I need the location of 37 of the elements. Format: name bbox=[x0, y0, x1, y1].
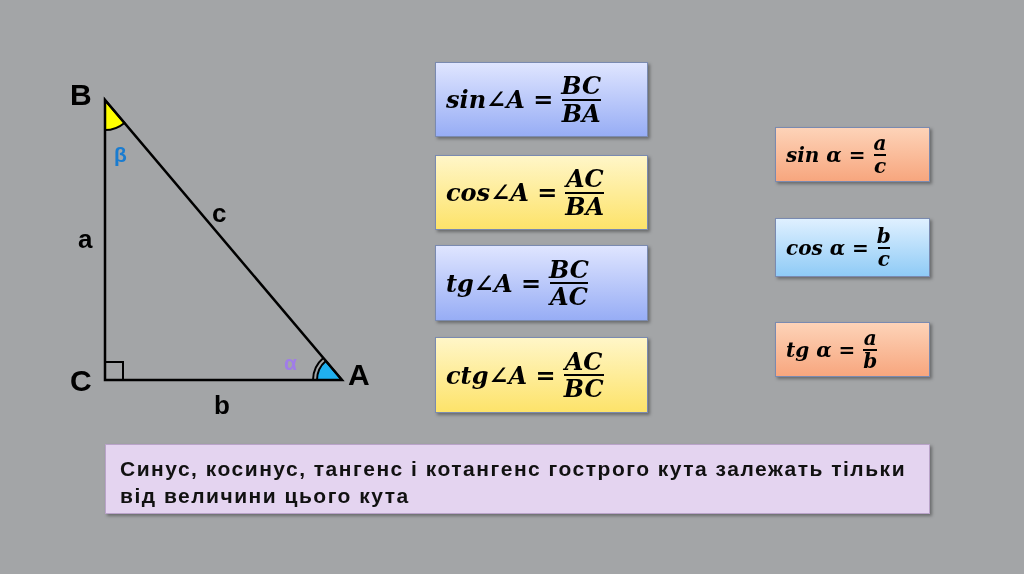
numerator: BC bbox=[561, 73, 602, 99]
numerator: b bbox=[876, 225, 891, 247]
denominator: BA bbox=[565, 191, 605, 219]
formula-text: cos∠A = bbox=[446, 178, 558, 207]
denominator: BC bbox=[563, 374, 604, 402]
numerator: a bbox=[863, 327, 877, 349]
side-label: a bbox=[78, 226, 93, 252]
vertex-label: C bbox=[70, 366, 92, 396]
angle-label: α bbox=[284, 352, 297, 373]
numerator: AC bbox=[564, 348, 603, 374]
denominator: AC bbox=[550, 282, 588, 310]
denominator: BA bbox=[561, 98, 601, 126]
formula-box bbox=[775, 322, 930, 377]
denominator: b bbox=[863, 348, 878, 372]
vertex-label: B bbox=[70, 80, 92, 110]
formula-box bbox=[435, 337, 648, 413]
denominator: c bbox=[873, 153, 887, 177]
denominator: c bbox=[877, 246, 890, 270]
angle-label: β bbox=[114, 144, 127, 165]
formula-text: cos α = bbox=[786, 235, 869, 260]
side-label: c bbox=[212, 200, 227, 226]
formula-box bbox=[435, 245, 648, 321]
formula-box bbox=[775, 218, 930, 277]
formula-box bbox=[775, 127, 930, 182]
formula-text: sin α = bbox=[786, 142, 866, 167]
side-label: b bbox=[214, 392, 230, 418]
numerator: a bbox=[873, 132, 887, 154]
numerator: AC bbox=[565, 166, 604, 192]
formula-text: sin∠A = bbox=[446, 85, 554, 114]
formula-text: ctg∠A = bbox=[446, 360, 556, 390]
formula-box bbox=[435, 155, 648, 230]
numerator: BC bbox=[549, 256, 589, 282]
statement-box: Синус, косинус, тангенс і котангенс гострого кута залежать тільки від величини цього кута bbox=[105, 444, 930, 514]
vertex-label: A bbox=[348, 360, 370, 390]
formula-text: tg α = bbox=[786, 337, 856, 362]
formula-box bbox=[435, 62, 648, 137]
formula-text: tg∠A = bbox=[446, 268, 542, 298]
